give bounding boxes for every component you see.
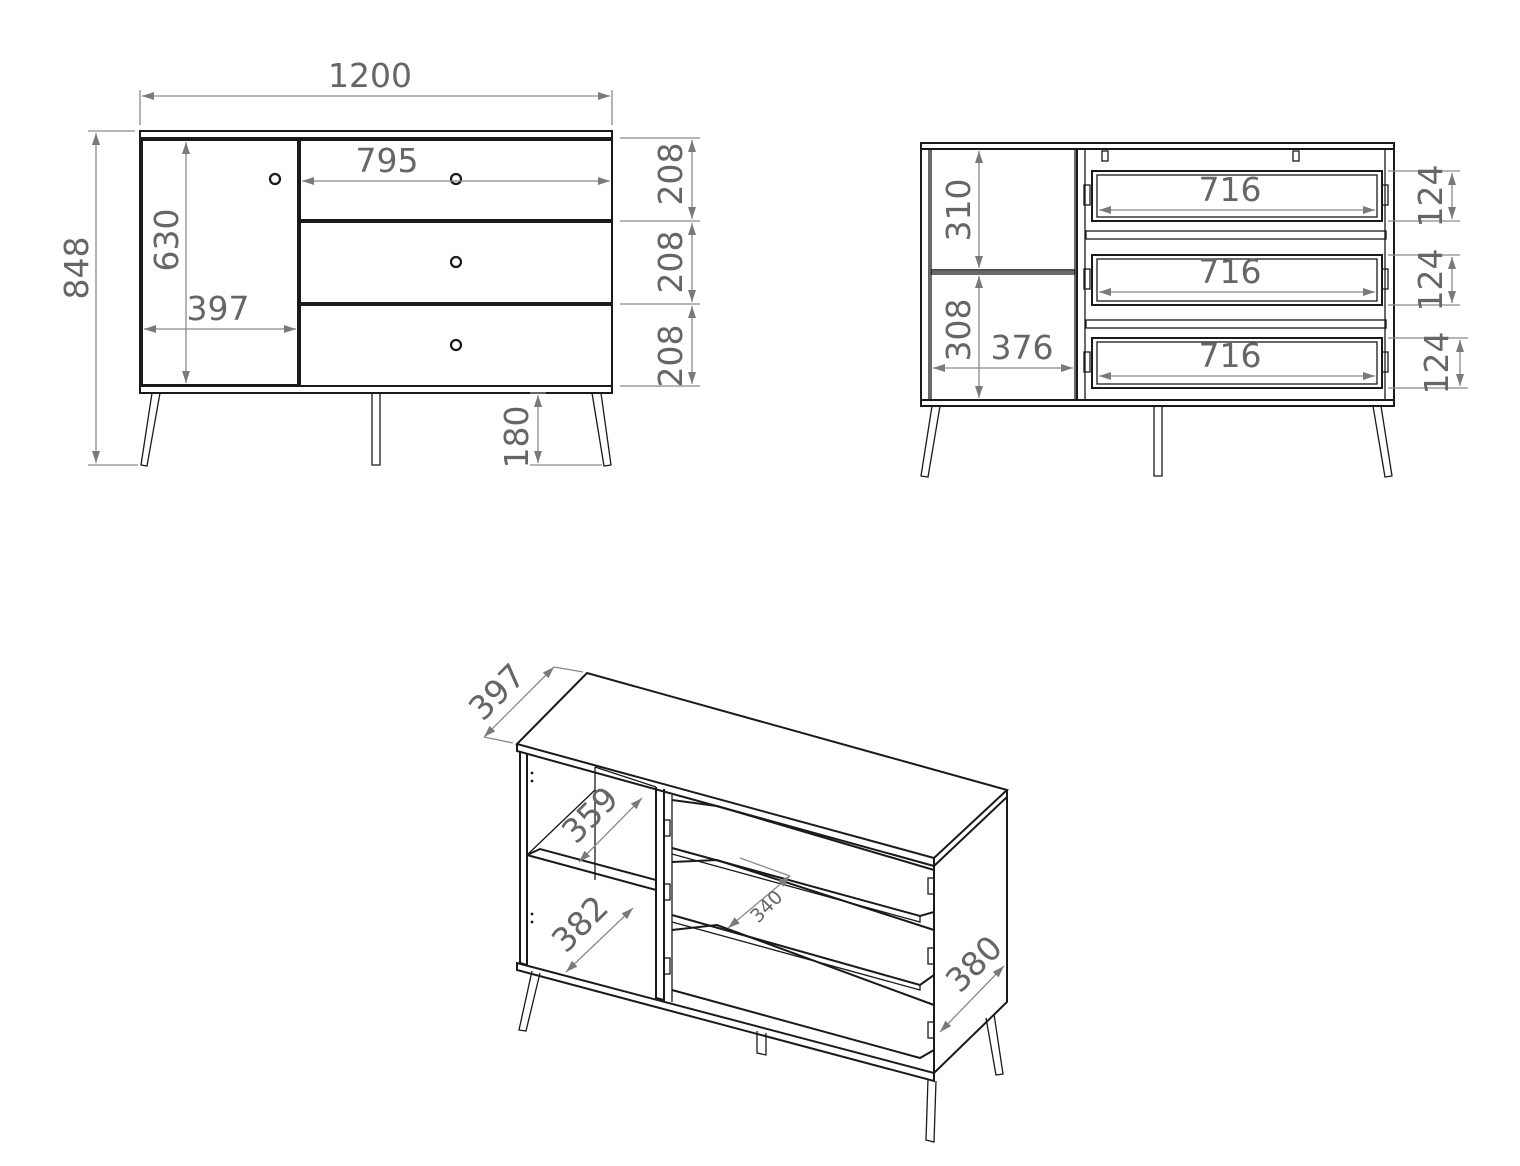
drawer-width-label: 716 (1199, 252, 1262, 291)
drawer-height-label: 124 (1411, 249, 1450, 312)
shelf (526, 847, 657, 892)
front-view: 1200 848 630 397 795 208 208 208 180 (57, 56, 700, 469)
legs (920, 405, 1393, 478)
drawer-width-label: 716 (1199, 336, 1262, 375)
legs (140, 392, 612, 467)
lower-shelf-depth-label: 382 (544, 888, 616, 960)
plinth (920, 399, 1395, 407)
door-height-label: 630 (147, 209, 186, 272)
lower-height-label: 308 (939, 299, 978, 362)
upper-height-label: 310 (939, 179, 978, 242)
door-knob (268, 172, 282, 186)
perspective-view: 397 359 382 340 380 (461, 656, 1010, 1143)
drawer-height-label: 208 (651, 143, 690, 206)
side-panel (519, 751, 528, 967)
door-width-label: 397 (187, 289, 250, 328)
drawer-front (299, 139, 613, 221)
compartment-width-label: 376 (991, 328, 1054, 367)
drawer-knob (449, 255, 463, 269)
leg-height-label: 180 (497, 406, 536, 469)
plinth (516, 961, 935, 1083)
plinth (139, 385, 613, 394)
drawer-front (299, 221, 613, 304)
drawer-width-label: 716 (1199, 170, 1262, 209)
drawer-height-label: 124 (1417, 332, 1456, 395)
drawer-height-label: 124 (1411, 165, 1450, 228)
divider (655, 787, 665, 1002)
upper-shelf-depth-label: 359 (554, 779, 626, 851)
drawer-height-label: 208 (651, 231, 690, 294)
drawer-knob (449, 172, 463, 186)
drawer-depth-label: 340 (746, 886, 787, 927)
drawer-height-label: 208 (651, 325, 690, 388)
width-label: 1200 (328, 56, 412, 95)
side-depth-label: 380 (938, 928, 1010, 1000)
height-label: 848 (57, 237, 96, 300)
drawer-width-label: 795 (356, 141, 419, 180)
legs (518, 970, 1004, 1143)
top-board (139, 130, 613, 139)
shelf (930, 269, 1076, 275)
drawer-boxes (663, 799, 935, 1060)
drawer-knob (449, 338, 463, 352)
open-view: 310 308 376 716 716 716 124 124 124 (920, 142, 1468, 478)
top-depth-label: 397 (461, 656, 533, 728)
lower-compartment (930, 271, 1076, 401)
